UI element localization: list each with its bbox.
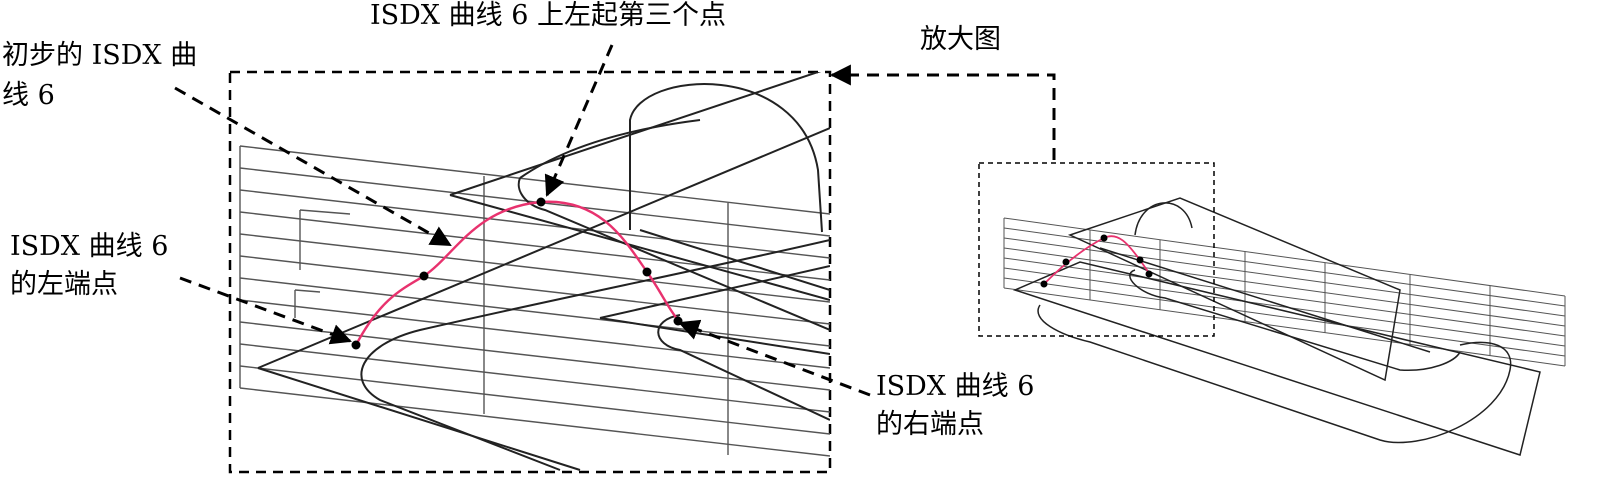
third-point-label: ISDX 曲线 6 上左起第三个点 — [370, 0, 726, 34]
full-isdx-curve — [1043, 235, 1150, 285]
right-endpoint-text-2: 的右端点 — [876, 409, 984, 440]
zoom-curve-points — [351, 197, 683, 350]
initial-curve-label: 初步的 ISDX 曲 线 6 — [2, 36, 197, 116]
full-grid — [1003, 217, 1566, 367]
third-point — [536, 197, 546, 207]
initial-curve-arrow — [174, 86, 452, 247]
zoom-label: 放大图 — [920, 22, 1001, 58]
right-endpoint-arrow — [678, 319, 871, 397]
left-endpoint — [351, 340, 361, 350]
initial-curve-text-2: 线 6 — [2, 80, 55, 111]
zoom-arrow — [829, 64, 1056, 160]
left-endpoint-label: ISDX 曲线 6 的左端点 — [10, 228, 168, 304]
left-endpoint-arrow — [179, 276, 352, 345]
full-curve-points — [1040, 234, 1153, 288]
zoom-wireframe — [257, 72, 830, 471]
initial-curve-text-1: 初步的 ISDX 曲 — [2, 40, 198, 71]
zoomed-view — [228, 70, 832, 474]
full-view — [978, 162, 1566, 456]
third-point-arrow — [544, 44, 614, 197]
third-point-text: ISDX 曲线 6 上左起第三个点 — [370, 0, 726, 31]
second-point — [419, 271, 429, 281]
right-endpoint-label: ISDX 曲线 6 的右端点 — [876, 368, 1034, 444]
right-endpoint-text-1: ISDX 曲线 6 — [876, 371, 1035, 402]
zoom-text: 放大图 — [920, 24, 1001, 55]
zoom-grid — [239, 145, 830, 457]
fourth-point — [642, 267, 652, 277]
zoom-frame — [228, 70, 832, 474]
left-endpoint-text-2: 的左端点 — [10, 269, 118, 300]
full-wireframe — [1012, 197, 1541, 456]
callout-arrows — [174, 44, 1056, 397]
left-endpoint-text-1: ISDX 曲线 6 — [10, 231, 169, 262]
zoom-region-box — [978, 162, 1215, 337]
